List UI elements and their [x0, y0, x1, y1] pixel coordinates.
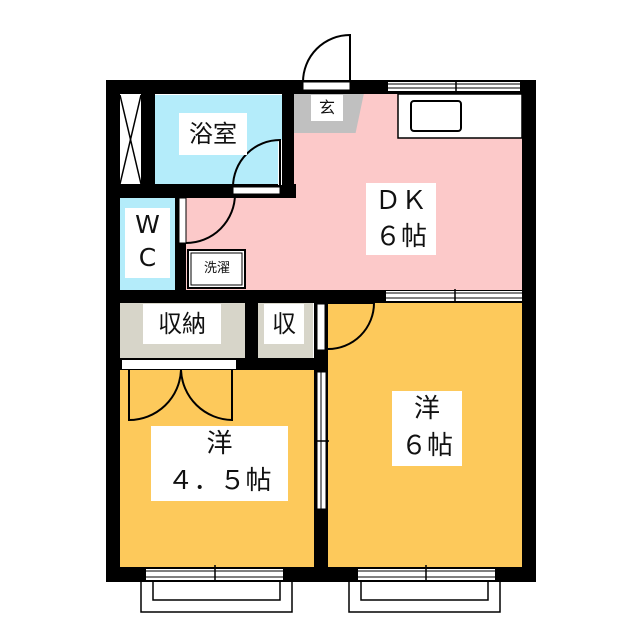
closet-x-icon: [119, 94, 142, 185]
storage-door-frame: [316, 303, 326, 351]
balcony-window-left-icon: [140, 565, 293, 613]
bath-right-wall: [282, 80, 294, 198]
closet-rail: [122, 360, 236, 369]
entrance-label: 玄: [311, 95, 343, 121]
kitchen-sink-icon: [397, 93, 523, 139]
bathroom-door-icon: [232, 138, 282, 195]
storage-divider: [245, 290, 258, 370]
kitchen-window-icon: [388, 80, 520, 92]
bath-label: 浴室: [179, 113, 247, 155]
western-large-label: 洋 ６帖: [392, 391, 462, 466]
closet-double-door-icon: [128, 369, 233, 422]
dk-label: ＤＫ ６帖: [366, 183, 436, 255]
outer-wall-left: [106, 80, 120, 582]
wc-label: W C: [125, 208, 170, 278]
sliding-partition-icon: [314, 371, 329, 510]
entrance-door-icon: [302, 33, 351, 91]
balcony-window-right-icon: [348, 565, 501, 613]
outer-wall-right: [522, 80, 536, 582]
laundry-label: 洗濯: [203, 261, 230, 276]
wc-door-icon: [178, 193, 236, 244]
bath-label-text: 浴室: [189, 120, 237, 148]
storage-left-label: 収納: [143, 304, 221, 344]
western-large-door-icon: [327, 302, 376, 350]
storage-right-label: 収: [264, 304, 304, 344]
middle-window-icon: [386, 289, 522, 302]
laundry-box-icon: [187, 249, 246, 289]
closet-bath-divider: [141, 80, 155, 198]
western-small-label: 洋 ４．５帖: [151, 426, 288, 501]
